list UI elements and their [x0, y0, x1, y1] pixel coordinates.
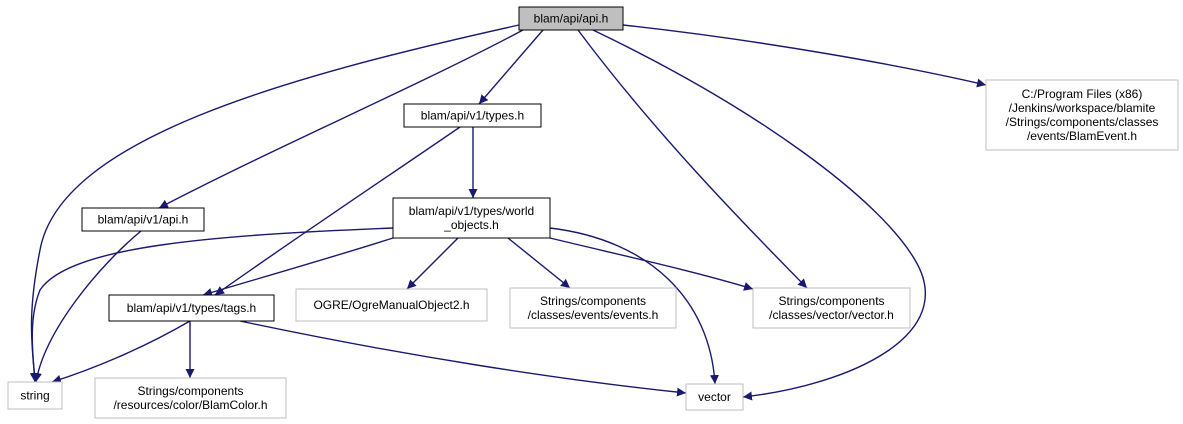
node-api-h[interactable]: blam/api/api.h	[518, 6, 624, 31]
edge-types_h-to-tags_h	[214, 126, 461, 296]
edge-api_h-to-types_h	[478, 29, 544, 105]
node-label-line: OGRE/OgreManualObject2.h	[313, 298, 469, 312]
node-box	[392, 197, 551, 239]
node-label-line: Strings/components	[540, 294, 646, 308]
node-box	[685, 383, 744, 411]
edge-world_objects_h-to-events_h	[507, 237, 571, 289]
node-label-line: string	[20, 389, 49, 403]
node-label-line: blam/api/v1/api.h	[98, 213, 189, 227]
node-box	[403, 103, 542, 128]
edge-api_h-to-blamevent_h	[622, 24, 987, 88]
edge-tags_h-to-string	[51, 320, 191, 384]
edge-world_objects_h-to-string	[29, 227, 394, 383]
edge-v1_api_h-to-string	[33, 230, 142, 383]
edge-world_objects_h-to-tags_h	[202, 237, 394, 297]
edge-world_objects_h-to-ogre_h	[406, 237, 459, 290]
edge-world_objects_h-to-vector	[549, 227, 719, 385]
node-label-line: Strings/components	[137, 384, 243, 398]
node-label-line: blam/api/v1/types.h	[421, 109, 524, 123]
node-label-line: vector	[698, 390, 731, 404]
node-vector-h: Strings/components/classes/vector/vector…	[752, 287, 911, 329]
node-blamcolor-h: Strings/components/resources/color/BlamC…	[94, 377, 287, 419]
edge-api_h-to-string	[29, 24, 520, 383]
node-string: string	[7, 381, 63, 410]
edge-world_objects_h-to-vector_h	[549, 237, 754, 291]
node-box	[94, 377, 287, 419]
node-label-line: /resources/color/BlamColor.h	[113, 398, 267, 412]
edge-api_h-to-vector_h	[577, 29, 808, 289]
node-label-line: blam/api/api.h	[534, 12, 609, 26]
node-box	[518, 6, 624, 31]
node-ogre-h: OGRE/OgreManualObject2.h	[295, 288, 488, 322]
node-box	[985, 79, 1179, 151]
node-label-line: blam/api/v1/types/world	[409, 204, 534, 218]
node-label-line: /Strings/components/classes	[1006, 115, 1159, 129]
node-label-line: C:/Program Files (x86)	[1022, 87, 1143, 101]
node-types-h[interactable]: blam/api/v1/types.h	[403, 103, 542, 128]
edge-api_h-to-v1_api_h	[158, 29, 524, 209]
node-box	[752, 287, 911, 329]
node-box	[295, 288, 488, 322]
node-label-line: /events/BlamEvent.h	[1027, 129, 1137, 143]
node-label-line: /classes/events/events.h	[528, 308, 659, 322]
node-box	[108, 294, 275, 322]
node-world-objects-h[interactable]: blam/api/v1/types/world_objects.h	[392, 197, 551, 239]
node-box	[509, 287, 677, 329]
node-vector: vector	[685, 383, 744, 411]
edge-api_h-to-vector	[592, 29, 927, 401]
node-events-h: Strings/components/classes/events/events…	[509, 287, 677, 329]
node-label-line: blam/api/v1/types/tags.h	[127, 301, 256, 315]
edges-layer	[29, 24, 987, 401]
node-label-line: /Jenkins/workspace/blamite	[1009, 101, 1156, 115]
node-label-line: Strings/components	[778, 294, 884, 308]
node-label-line: /classes/vector/vector.h	[769, 308, 894, 322]
node-label-line: _objects.h	[443, 218, 499, 232]
node-box	[7, 381, 63, 410]
node-tags-h[interactable]: blam/api/v1/types/tags.h	[108, 294, 275, 322]
node-v1-api-h[interactable]: blam/api/v1/api.h	[81, 207, 205, 232]
edge-tags_h-to-vector	[239, 320, 687, 397]
node-box	[81, 207, 205, 232]
node-blamevent-h: C:/Program Files (x86)/Jenkins/workspace…	[985, 79, 1179, 151]
nodes-layer: blam/api/api.h blam/api/v1/types.h C:/Prog…	[7, 6, 1179, 419]
